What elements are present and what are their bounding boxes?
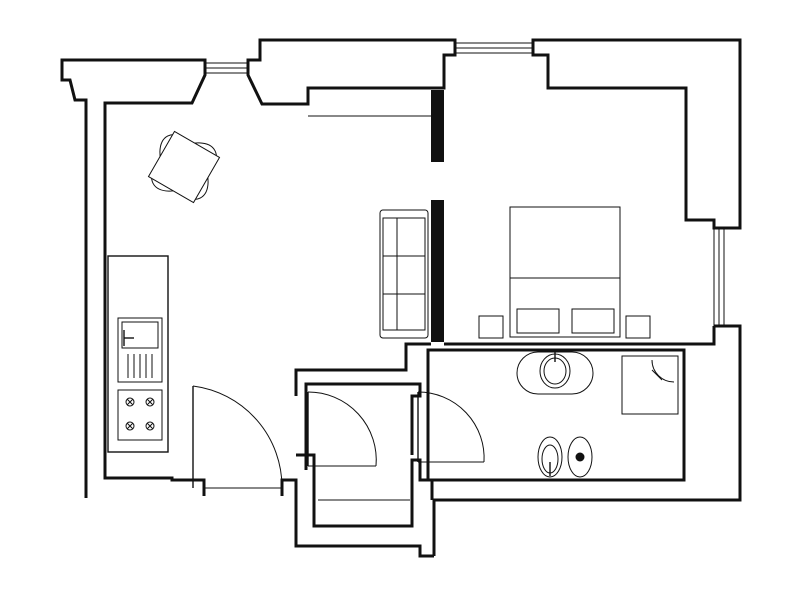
windows: [205, 42, 725, 326]
closet-door: [307, 391, 377, 467]
closet-wall: [312, 458, 434, 528]
toilet: [537, 436, 563, 478]
hallway-upper-wall: [294, 342, 431, 396]
doors: [192, 385, 485, 501]
nightstand-left: [478, 315, 504, 339]
window-top-right: [455, 42, 533, 54]
bathroom-wall: [426, 348, 686, 482]
kitchen-counter: [107, 255, 169, 453]
partition-middle: [431, 200, 444, 342]
closet-left-wall: [296, 453, 316, 470]
dining-table: [147, 130, 221, 204]
living-top-wall: [246, 38, 457, 106]
entrance-door: [192, 385, 283, 489]
nightstand-right: [625, 315, 651, 339]
shower: [621, 355, 679, 415]
sofa: [379, 209, 429, 339]
partition-top: [431, 90, 444, 162]
right-lower-wall: [432, 324, 742, 556]
bedroom-bottom-wall: [444, 326, 716, 346]
window-top-left: [205, 62, 248, 74]
hallway-inner-wall: [304, 382, 422, 470]
interior-walls: [294, 90, 716, 482]
exterior-walls: [60, 38, 742, 558]
stove: [117, 389, 163, 441]
bidet: [567, 436, 593, 478]
bathroom-sink: [516, 351, 594, 395]
bedroom-outer-wall: [531, 38, 742, 230]
bathroom-door: [417, 391, 485, 463]
living-room-outer-wall: [60, 58, 207, 498]
kitchen-sink: [117, 317, 163, 383]
bed: [509, 206, 621, 338]
window-right: [713, 228, 725, 326]
